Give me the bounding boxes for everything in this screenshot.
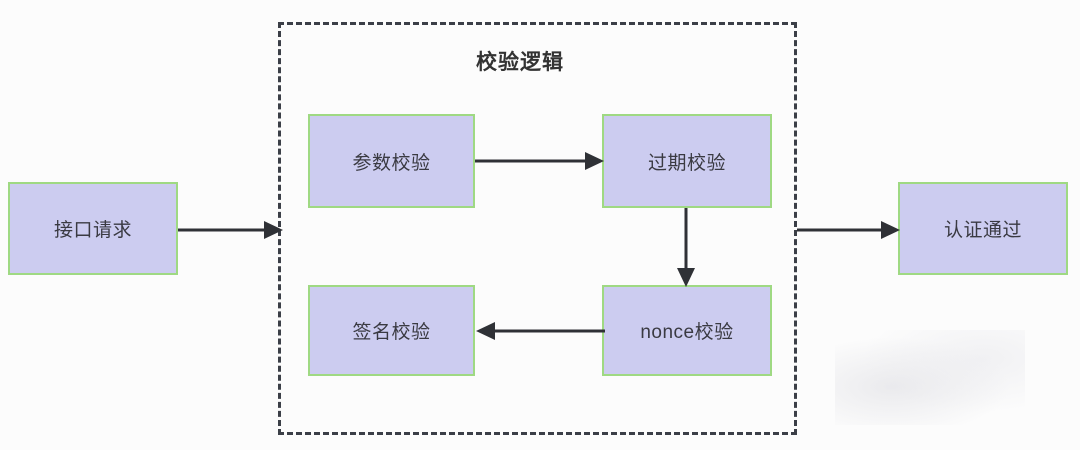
- edge-nonce-to-sign: [476, 322, 605, 340]
- edge-expiry-to-nonce: [677, 208, 695, 287]
- node-nonce-validation[interactable]: nonce校验: [602, 285, 772, 376]
- node-expiry-validation[interactable]: 过期校验: [602, 114, 772, 208]
- node-interface-request[interactable]: 接口请求: [8, 182, 178, 275]
- group-title-validation-logic: 校验逻辑: [476, 51, 564, 74]
- node-parameter-validation[interactable]: 参数校验: [308, 114, 475, 208]
- edge-group-to-auth: [797, 221, 900, 239]
- node-authentication-passed[interactable]: 认证通过: [898, 182, 1068, 275]
- edge-param-to-expiry: [475, 152, 604, 170]
- edge-request-to-group: [178, 221, 283, 239]
- node-signature-validation[interactable]: 签名校验: [308, 285, 475, 376]
- background-watermark: [835, 330, 1025, 425]
